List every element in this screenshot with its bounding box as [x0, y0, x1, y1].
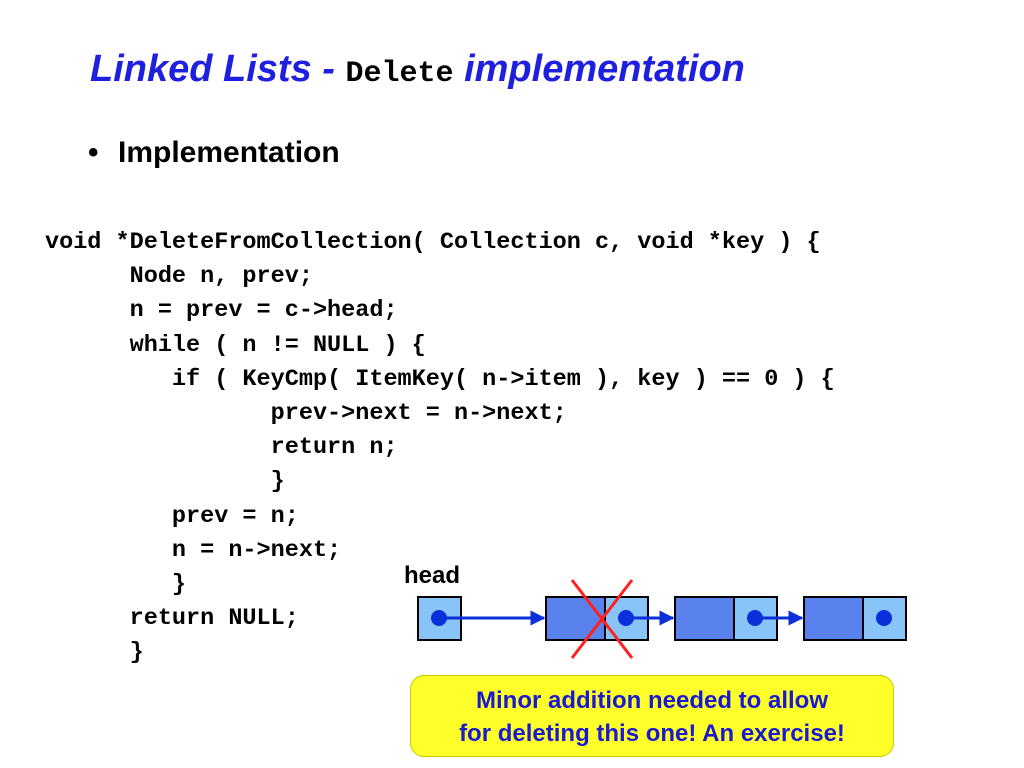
slide-title: Linked Lists - Delete implementation	[90, 48, 745, 91]
bullet-dot: •	[88, 136, 99, 169]
code-line: prev = n;	[45, 502, 299, 530]
head-label: head	[404, 562, 461, 589]
code-line: return n;	[45, 434, 398, 462]
node3-next-cell	[862, 596, 907, 641]
code-line: }	[45, 468, 285, 496]
code-line: if ( KeyCmp( ItemKey( n->item ), key ) =…	[45, 365, 835, 393]
code-line: while ( n != NULL ) {	[45, 331, 426, 359]
bullet-text: Implementation	[118, 136, 340, 169]
note-line-2: for deleting this one! An exercise!	[459, 720, 845, 747]
note-line-1: Minor addition needed to allow	[476, 687, 828, 714]
code-line: }	[45, 570, 187, 598]
title-part2: implementation	[453, 48, 745, 90]
code-line: prev->next = n->next;	[45, 399, 567, 427]
title-part1: Linked Lists -	[90, 48, 346, 90]
bullet-item: • Implementation	[88, 136, 340, 170]
code-block: void *DeleteFromCollection( Collection c…	[45, 226, 835, 670]
code-line: void *DeleteFromCollection( Collection c…	[45, 229, 821, 256]
node3-next-dot	[876, 610, 892, 626]
code-line: }	[45, 639, 144, 667]
code-line: return NULL;	[45, 605, 299, 633]
code-line: n = prev = c->head;	[45, 297, 398, 325]
code-line: n = n->next;	[45, 536, 342, 564]
exercise-note: Minor addition needed to allow for delet…	[410, 675, 894, 757]
code-line: Node n, prev;	[45, 263, 313, 291]
title-code: Delete	[345, 57, 454, 91]
